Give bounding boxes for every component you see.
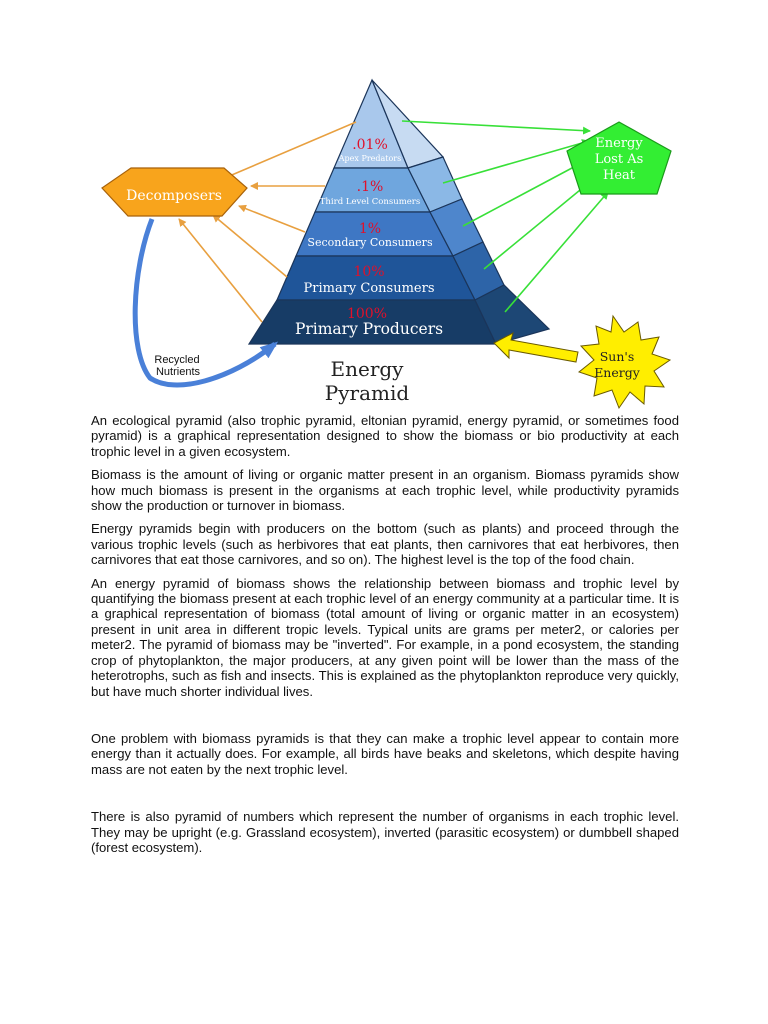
level-label: Primary Consumers bbox=[304, 281, 435, 296]
recycled-label-line2: Nutrients bbox=[156, 366, 201, 378]
paragraph: An energy pyramid of biomass shows the r… bbox=[91, 575, 679, 699]
pyramid bbox=[247, 78, 551, 345]
heat-node: Energy Lost As Heat bbox=[566, 121, 672, 195]
sun-icon bbox=[577, 314, 672, 410]
energy-pyramid-diagram: .01% Apex Predators .1% Third Level Cons… bbox=[101, 78, 672, 410]
sun-label-line2: Energy bbox=[594, 365, 641, 380]
level-label: Secondary Consumers bbox=[307, 236, 433, 249]
paragraph: There is also pyramid of numbers which r… bbox=[91, 809, 679, 855]
level-label: Apex Predators bbox=[338, 154, 401, 163]
paragraph: Energy pyramids begin with producers on … bbox=[91, 521, 679, 568]
decomposers-node: Decomposers bbox=[101, 167, 248, 217]
level-label: Third Level Consumers bbox=[320, 197, 420, 207]
level-percent: .1% bbox=[357, 179, 384, 195]
heat-label-line2: Lost As bbox=[595, 152, 644, 167]
sun-energy-arrow bbox=[493, 332, 579, 363]
decomposers-label: Decomposers bbox=[126, 188, 222, 204]
paragraph: One problem with biomass pyramids is tha… bbox=[91, 730, 679, 777]
level-percent: 1% bbox=[359, 221, 381, 237]
level-label: Primary Producers bbox=[295, 320, 443, 338]
heat-label-line3: Heat bbox=[603, 168, 636, 183]
diagram-title-line2: Pyramid bbox=[325, 381, 410, 405]
paragraph: Biomass is the amount of living or organ… bbox=[91, 467, 679, 514]
sun-node: Sun's Energy bbox=[577, 314, 672, 410]
paragraph: An ecological pyramid (also trophic pyra… bbox=[91, 413, 679, 459]
recycled-nutrients-arrow bbox=[132, 218, 279, 388]
decomposer-arrows bbox=[178, 121, 357, 323]
heat-label-line1: Energy bbox=[595, 136, 643, 151]
level-percent: 100% bbox=[347, 306, 387, 322]
sun-label-line1: Sun's bbox=[600, 349, 635, 364]
level-percent: 10% bbox=[353, 264, 384, 280]
diagram-title-line1: Energy bbox=[331, 357, 405, 381]
level-percent: .01% bbox=[352, 137, 388, 153]
pyramid-side-producers bbox=[474, 284, 551, 345]
recycled-label-line1: Recycled bbox=[154, 354, 199, 366]
heat-arrows bbox=[401, 120, 609, 313]
article-body: An ecological pyramid (also trophic pyra… bbox=[91, 413, 679, 855]
